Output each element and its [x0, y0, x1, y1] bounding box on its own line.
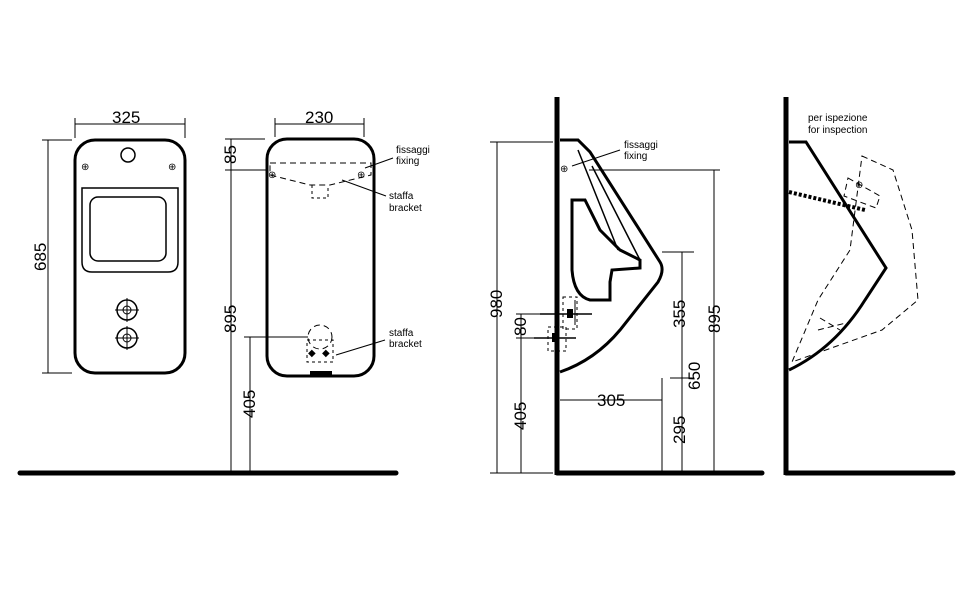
dim-back-bottom: 405: [240, 390, 259, 418]
dim-side-lower: 405: [511, 402, 530, 430]
side-view: ⊕ 980 80 405 305 355: [487, 97, 724, 475]
label-inspection-en: for inspection: [808, 125, 867, 136]
side-urinal-inner: [570, 198, 642, 302]
front-flush-hole: [120, 147, 136, 163]
back-lower-screw-left-icon: ◆: [308, 348, 316, 359]
back-waste-outlet: [307, 324, 333, 350]
dim-side-total: 980: [487, 290, 506, 318]
dim-side-depth: 305: [597, 391, 625, 410]
label-inspection-it: per ispezione: [808, 113, 868, 124]
inspection-urinal-solid: [788, 140, 888, 372]
dim-side-mid: 650: [685, 362, 704, 390]
inspection-urinal-dashed: [791, 155, 919, 363]
back-screw-right-icon: ⊕: [357, 170, 365, 181]
label-back-lower-bracket-it: staffa: [389, 328, 414, 339]
dim-side-gap: 80: [511, 317, 530, 336]
front-body: [73, 138, 187, 375]
back-upper-bracket: [269, 162, 372, 186]
front-screw-right-icon: ⊕: [168, 162, 176, 173]
front-view: ⊕ ⊕ 325 685: [31, 108, 187, 375]
front-bowl-inner: [89, 196, 167, 262]
back-lower-screw-right-icon: ◆: [322, 348, 330, 359]
label-back-fixing-it: fissaggi: [396, 145, 430, 156]
dim-back-width: 230: [305, 108, 333, 127]
dim-side-right-total: 895: [705, 305, 724, 333]
inspection-chain: [788, 190, 866, 212]
front-bowl-outer: [81, 187, 179, 273]
dim-front-height: 685: [31, 243, 50, 271]
dim-front-width: 325: [112, 108, 140, 127]
dim-side-upper: 355: [670, 300, 689, 328]
front-screw-left-icon: ⊕: [81, 162, 89, 173]
side-waste-fitting: [534, 296, 592, 352]
label-back-bracket-en: bracket: [389, 203, 422, 214]
label-side-fixing-en: fixing: [624, 151, 647, 162]
inspection-screw-icon: ⊕: [855, 180, 863, 191]
side-screw-icon: ⊕: [560, 164, 568, 175]
dim-back-top-offset: 85: [221, 145, 240, 164]
label-back-fixing-en: fixing: [396, 156, 419, 167]
dim-side-lower-right: 295: [670, 416, 689, 444]
label-back-bracket-it: staffa: [389, 191, 414, 202]
side-urinal-body: [559, 138, 664, 374]
label-back-lower-bracket-en: bracket: [389, 339, 422, 350]
back-view: ⊕ ⊕ ◆ ◆ 230 85 895 405 fissaggi fixing s…: [221, 108, 430, 473]
dim-back-height: 895: [221, 305, 240, 333]
back-bottom-slot: [310, 371, 332, 376]
front-waste-upper-icon: [115, 298, 139, 322]
label-side-fixing-it: fissaggi: [624, 140, 658, 151]
inspection-view: per ispezione for inspection ⊕: [783, 97, 919, 475]
front-waste-lower-icon: [115, 326, 139, 350]
back-screw-left-icon: ⊕: [268, 170, 276, 181]
